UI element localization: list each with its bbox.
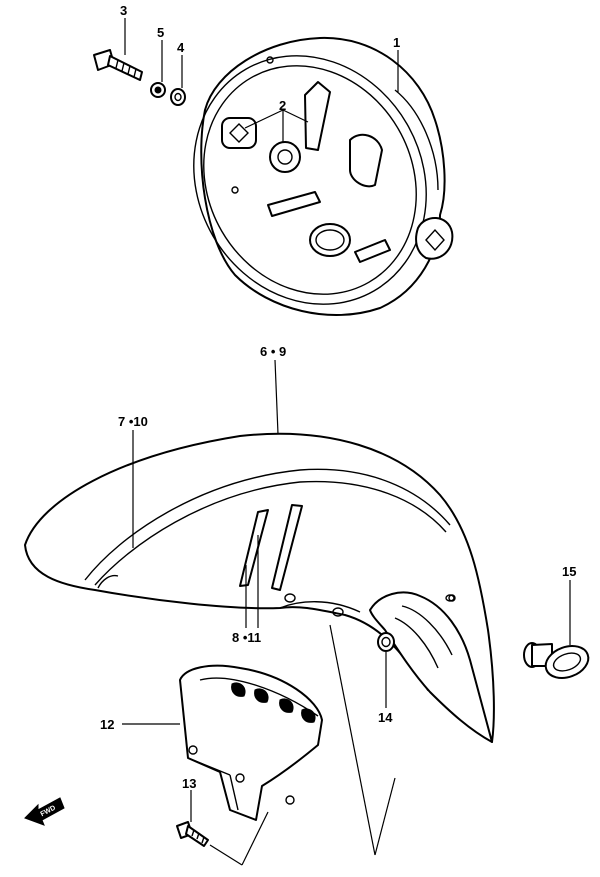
callout-14: 14 [378, 710, 393, 725]
bracket-12 [179, 664, 323, 821]
callout-8-11: 8 •11 [232, 630, 261, 645]
leader-lines [122, 18, 571, 866]
callout-12: 12 [100, 717, 114, 732]
clip-15 [523, 642, 590, 679]
callout-2: 2 [279, 98, 286, 113]
nut-5 [150, 82, 166, 98]
callout-labels: 3 5 4 1 2 6 • 9 7 •10 8 •11 12 13 14 15 [100, 3, 576, 791]
callout-3: 3 [120, 3, 127, 18]
bolt-3 [93, 49, 143, 81]
spacer-14 [377, 632, 395, 652]
callout-15: 15 [562, 564, 576, 579]
callout-4: 4 [177, 40, 185, 55]
callout-6-9: 6 • 9 [260, 344, 286, 359]
callout-5: 5 [157, 25, 164, 40]
fwd-arrow-icon: FWD [24, 797, 65, 826]
screw-13 [176, 821, 209, 847]
fender-stays [239, 504, 303, 591]
washer-4 [170, 88, 186, 106]
fender-rear-flap [369, 591, 493, 743]
callout-7-10: 7 •10 [118, 414, 148, 429]
callout-1: 1 [393, 35, 400, 50]
headlight-housing [193, 36, 454, 316]
callout-13: 13 [182, 776, 196, 791]
